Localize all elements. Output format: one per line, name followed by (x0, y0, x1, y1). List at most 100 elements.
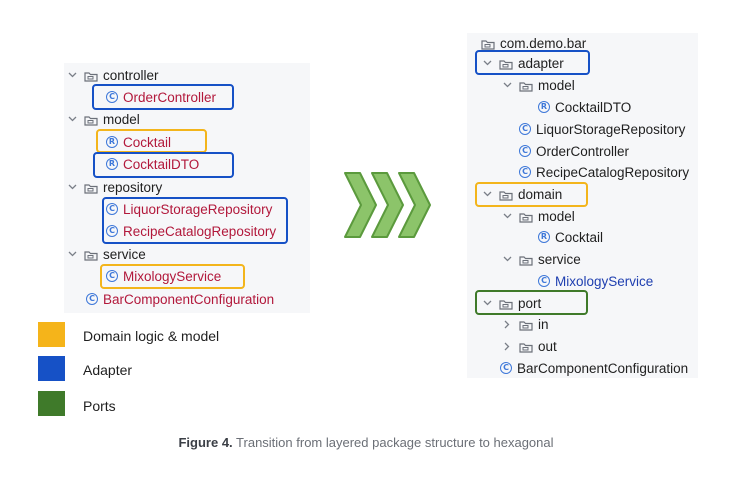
tree-row-adapter-model[interactable]: model (501, 75, 575, 95)
tree-row-liquor-storage-repository[interactable]: C LiquorStorageRepository (519, 119, 685, 139)
folder-icon (519, 254, 533, 266)
tree-row-repository[interactable]: repository (66, 177, 162, 197)
record-label: Cocktail (555, 229, 604, 245)
record-icon: R (106, 158, 118, 170)
tree-row-adapter[interactable]: adapter (481, 53, 564, 73)
chevron-down-icon[interactable] (481, 184, 493, 204)
tree-row-root[interactable]: com.demo.bar (481, 33, 586, 53)
package-label: controller (103, 67, 159, 83)
package-label: out (538, 338, 557, 354)
tree-row-cocktail-dto[interactable]: R CocktailDTO (538, 97, 631, 117)
tree-row-service[interactable]: service (501, 249, 581, 269)
folder-icon (499, 58, 513, 70)
tree-row-bar-component-configuration[interactable]: C BarComponentConfiguration (86, 289, 274, 309)
tree-row-cocktail[interactable]: R Cocktail (538, 227, 603, 247)
class-icon: C (500, 362, 512, 374)
folder-icon (519, 319, 533, 331)
class-label: BarComponentConfiguration (103, 291, 275, 307)
class-label: MixologyService (123, 268, 222, 284)
package-label: repository (103, 179, 163, 195)
class-label: BarComponentConfiguration (517, 360, 689, 376)
tree-row-liquor-storage-repository[interactable]: C LiquorStorageRepository (106, 199, 272, 219)
class-icon: C (519, 166, 531, 178)
class-icon: C (106, 270, 118, 282)
package-label: model (538, 77, 575, 93)
tree-row-order-controller[interactable]: C OrderController (519, 141, 629, 161)
legend-swatch-adapter (38, 356, 65, 381)
chevron-down-icon[interactable] (481, 53, 493, 73)
legend-label-adapter: Adapter (83, 362, 133, 378)
package-label: model (538, 208, 575, 224)
class-icon: C (106, 91, 118, 103)
tree-row-recipe-catalog-repository[interactable]: C RecipeCatalogRepository (106, 221, 276, 241)
record-label: CocktailDTO (555, 99, 632, 115)
caption-label: Figure 4. (178, 435, 233, 450)
chevron-down-icon[interactable] (501, 206, 513, 226)
folder-icon (519, 211, 533, 223)
tree-row-cocktail-dto[interactable]: R CocktailDTO (106, 154, 199, 174)
ports-highlight-package (475, 290, 588, 315)
package-label: in (538, 316, 549, 332)
class-label: MixologyService (555, 273, 654, 289)
folder-icon (84, 249, 98, 261)
folder-icon (519, 80, 533, 92)
tree-row-recipe-catalog-repository[interactable]: C RecipeCatalogRepository (519, 162, 689, 182)
tree-row-mixology-service[interactable]: C MixologyService (106, 266, 221, 286)
chevron-down-icon[interactable] (66, 244, 78, 264)
package-label: service (538, 251, 581, 267)
package-label: service (103, 246, 146, 262)
folder-icon (84, 70, 98, 82)
transition-arrows-icon (344, 172, 431, 238)
record-icon: R (538, 231, 550, 243)
class-icon: C (519, 123, 531, 135)
package-label: adapter (518, 55, 564, 71)
record-label: CocktailDTO (123, 156, 200, 172)
chevron-down-icon[interactable] (66, 109, 78, 129)
package-label: domain (518, 186, 563, 202)
tree-row-mixology-service[interactable]: C MixologyService (538, 271, 653, 291)
folder-icon (499, 298, 513, 310)
adapter-highlight-order-controller (92, 84, 234, 110)
folder-icon (519, 341, 533, 353)
chevron-down-icon[interactable] (501, 249, 513, 269)
class-label: LiquorStorageRepository (123, 201, 273, 217)
tree-row-port-in[interactable]: in (501, 314, 549, 334)
chevron-down-icon[interactable] (501, 75, 513, 95)
tree-row-bar-component-configuration[interactable]: C BarComponentConfiguration (500, 358, 688, 378)
tree-row-domain-model[interactable]: model (501, 206, 575, 226)
tree-row-cocktail[interactable]: R Cocktail (106, 132, 171, 152)
chevron-right-icon[interactable] (501, 314, 513, 334)
adapter-highlight-repositories (102, 197, 288, 244)
tree-row-port[interactable]: port (481, 293, 541, 313)
folder-icon (499, 189, 513, 201)
tree-row-domain[interactable]: domain (481, 184, 562, 204)
tree-row-order-controller[interactable]: C OrderController (106, 87, 216, 107)
chevron-down-icon[interactable] (481, 293, 493, 313)
chevron-right-icon[interactable] (501, 336, 513, 356)
package-label: com.demo.bar (500, 35, 587, 51)
chevron-down-icon[interactable] (66, 177, 78, 197)
record-label: Cocktail (123, 134, 172, 150)
package-label: model (103, 111, 140, 127)
class-label: RecipeCatalogRepository (536, 164, 690, 180)
class-label: LiquorStorageRepository (536, 121, 686, 137)
package-label: port (518, 295, 542, 311)
folder-icon (84, 182, 98, 194)
class-label: OrderController (536, 143, 630, 159)
tree-row-service[interactable]: service (66, 244, 146, 264)
adapter-highlight-cocktail-dto (93, 152, 234, 178)
layered-structure-panel: controller C OrderController model R Coc… (64, 63, 310, 313)
tree-row-port-out[interactable]: out (501, 336, 557, 356)
folder-icon (84, 114, 98, 126)
legend-label-domain: Domain logic & model (83, 328, 220, 344)
caption-text: Transition from layered package structur… (232, 435, 554, 450)
tree-row-controller[interactable]: controller (66, 65, 159, 85)
adapter-highlight-package (475, 50, 590, 75)
legend-label-ports: Ports (83, 398, 116, 414)
legend-swatch-domain (38, 322, 65, 347)
tree-row-model[interactable]: model (66, 109, 140, 129)
chevron-down-icon[interactable] (66, 65, 78, 85)
class-icon: C (106, 203, 118, 215)
record-icon: R (106, 136, 118, 148)
class-icon: C (106, 225, 118, 237)
